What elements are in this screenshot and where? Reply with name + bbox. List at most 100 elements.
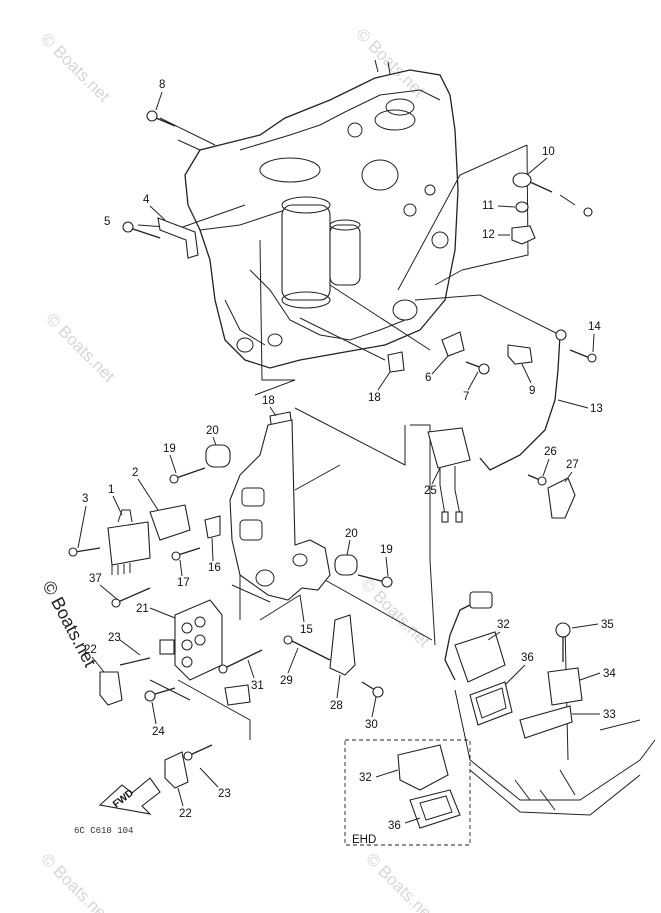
drawing-code: 6C C610 104 [74, 826, 133, 836]
callout-20-upper: 20 [206, 425, 219, 437]
harness-32 [444, 591, 506, 683]
cap-27 [547, 477, 576, 519]
bracket-28 [329, 614, 356, 676]
cap-22-upper [99, 671, 123, 706]
screw-23-lower [183, 744, 213, 761]
bracket-4 [157, 217, 199, 259]
unit-1 [107, 509, 151, 575]
callout-6: 6 [425, 372, 431, 384]
screw-3 [68, 547, 101, 557]
watermarks: © Boats.net © Boats.net © Boats.net © Bo… [37, 24, 439, 913]
callout-18-upper: 18 [262, 395, 275, 407]
callout-26: 26 [544, 446, 557, 458]
callout-28: 28 [330, 700, 343, 712]
callout-16: 16 [208, 562, 221, 574]
callout-23-lower: 23 [218, 788, 231, 800]
mount-20-lower [334, 554, 358, 576]
bolt-19-lower [357, 574, 393, 588]
bolt-35 [555, 622, 571, 662]
callout-19-lower: 19 [380, 544, 393, 556]
callout-24: 24 [152, 726, 165, 738]
inset-seal-36 [409, 789, 461, 829]
relay-21 [159, 599, 223, 681]
bolt-8 [146, 110, 176, 127]
bolt-7 [465, 361, 490, 375]
callout-5: 5 [104, 216, 110, 228]
callout-37: 37 [89, 573, 102, 585]
watermark-top-left: © Boats.net [37, 29, 114, 106]
callout-14: 14 [588, 321, 601, 333]
callout-20-lower: 20 [345, 528, 358, 540]
cover-2 [149, 504, 191, 541]
bolt-37 [111, 587, 151, 608]
mount-20-upper [205, 444, 231, 468]
callout-33: 33 [603, 709, 616, 721]
screw-17 [171, 547, 201, 561]
callouts: 8 4 5 10 11 12 14 6 7 9 13 18 18 20 19 2… [77, 79, 616, 832]
clip-16 [204, 515, 221, 539]
callout-9: 9 [529, 385, 535, 397]
callout-25: 25 [424, 485, 437, 497]
callout-36-inset: 36 [388, 820, 401, 832]
watermark-bottom-right: © Boats.net [362, 849, 439, 913]
callout-32-inset: 32 [359, 772, 372, 784]
callout-22-lower: 22 [179, 808, 192, 820]
callout-1: 1 [108, 484, 114, 496]
callout-12: 12 [482, 229, 495, 241]
callout-29: 29 [280, 675, 293, 687]
watermark-dark: © Boats.net [38, 577, 100, 670]
callout-32-main: 32 [497, 619, 510, 631]
watermark-top-right: © Boats.net [352, 24, 429, 101]
cable-13 [479, 334, 561, 471]
callout-21: 21 [136, 603, 149, 615]
screw-23-upper [119, 657, 151, 666]
callout-10: 10 [542, 146, 555, 158]
callout-4: 4 [143, 194, 150, 206]
engine-block [184, 59, 459, 369]
bolt-31 [218, 649, 263, 674]
clamp-10 [512, 172, 593, 217]
bolt-26 [527, 474, 547, 486]
bracket-34 [547, 667, 583, 706]
bolt-24 [144, 687, 176, 702]
callout-13: 13 [590, 403, 603, 415]
inset-label: EHD [352, 834, 376, 846]
clip-9 [507, 344, 533, 365]
bolt-19-upper [169, 467, 206, 484]
bolt-29 [283, 635, 331, 661]
callout-8: 8 [159, 79, 165, 91]
callout-18-lower: 18 [368, 392, 381, 404]
callout-27: 27 [566, 459, 579, 471]
plate-6 [441, 331, 465, 357]
holder-12 [511, 225, 536, 245]
watermark-mid-right: © Boats.net [357, 574, 434, 651]
screw-30 [361, 681, 384, 698]
grommet-11 [515, 201, 529, 213]
callout-35: 35 [601, 619, 614, 631]
watermark-bottom-left: © Boats.net [37, 849, 114, 913]
callout-23-upper: 23 [108, 632, 121, 644]
callout-2: 2 [132, 467, 138, 479]
leader-lines [137, 117, 569, 846]
cowling [454, 689, 656, 816]
callout-34: 34 [603, 668, 616, 680]
callout-30: 30 [365, 719, 378, 731]
callout-36-main: 36 [521, 652, 534, 664]
callout-7: 7 [463, 391, 469, 403]
callout-11: 11 [482, 200, 494, 212]
fwd-arrow: FWD [98, 777, 161, 815]
grommet-18-lower [387, 351, 405, 373]
bracket-15 [229, 419, 331, 601]
cap-22-lower [164, 751, 189, 789]
seal-36 [469, 681, 513, 726]
callout-31: 31 [251, 680, 264, 692]
bolt-14 [569, 349, 597, 363]
connector-31 [224, 684, 251, 706]
callout-19-upper: 19 [163, 443, 176, 455]
callout-17: 17 [177, 577, 190, 589]
callout-22-upper: 22 [84, 644, 97, 656]
holder-33 [519, 705, 573, 739]
watermark-mid-left: © Boats.net [42, 309, 119, 386]
bolt-5 [122, 221, 161, 239]
